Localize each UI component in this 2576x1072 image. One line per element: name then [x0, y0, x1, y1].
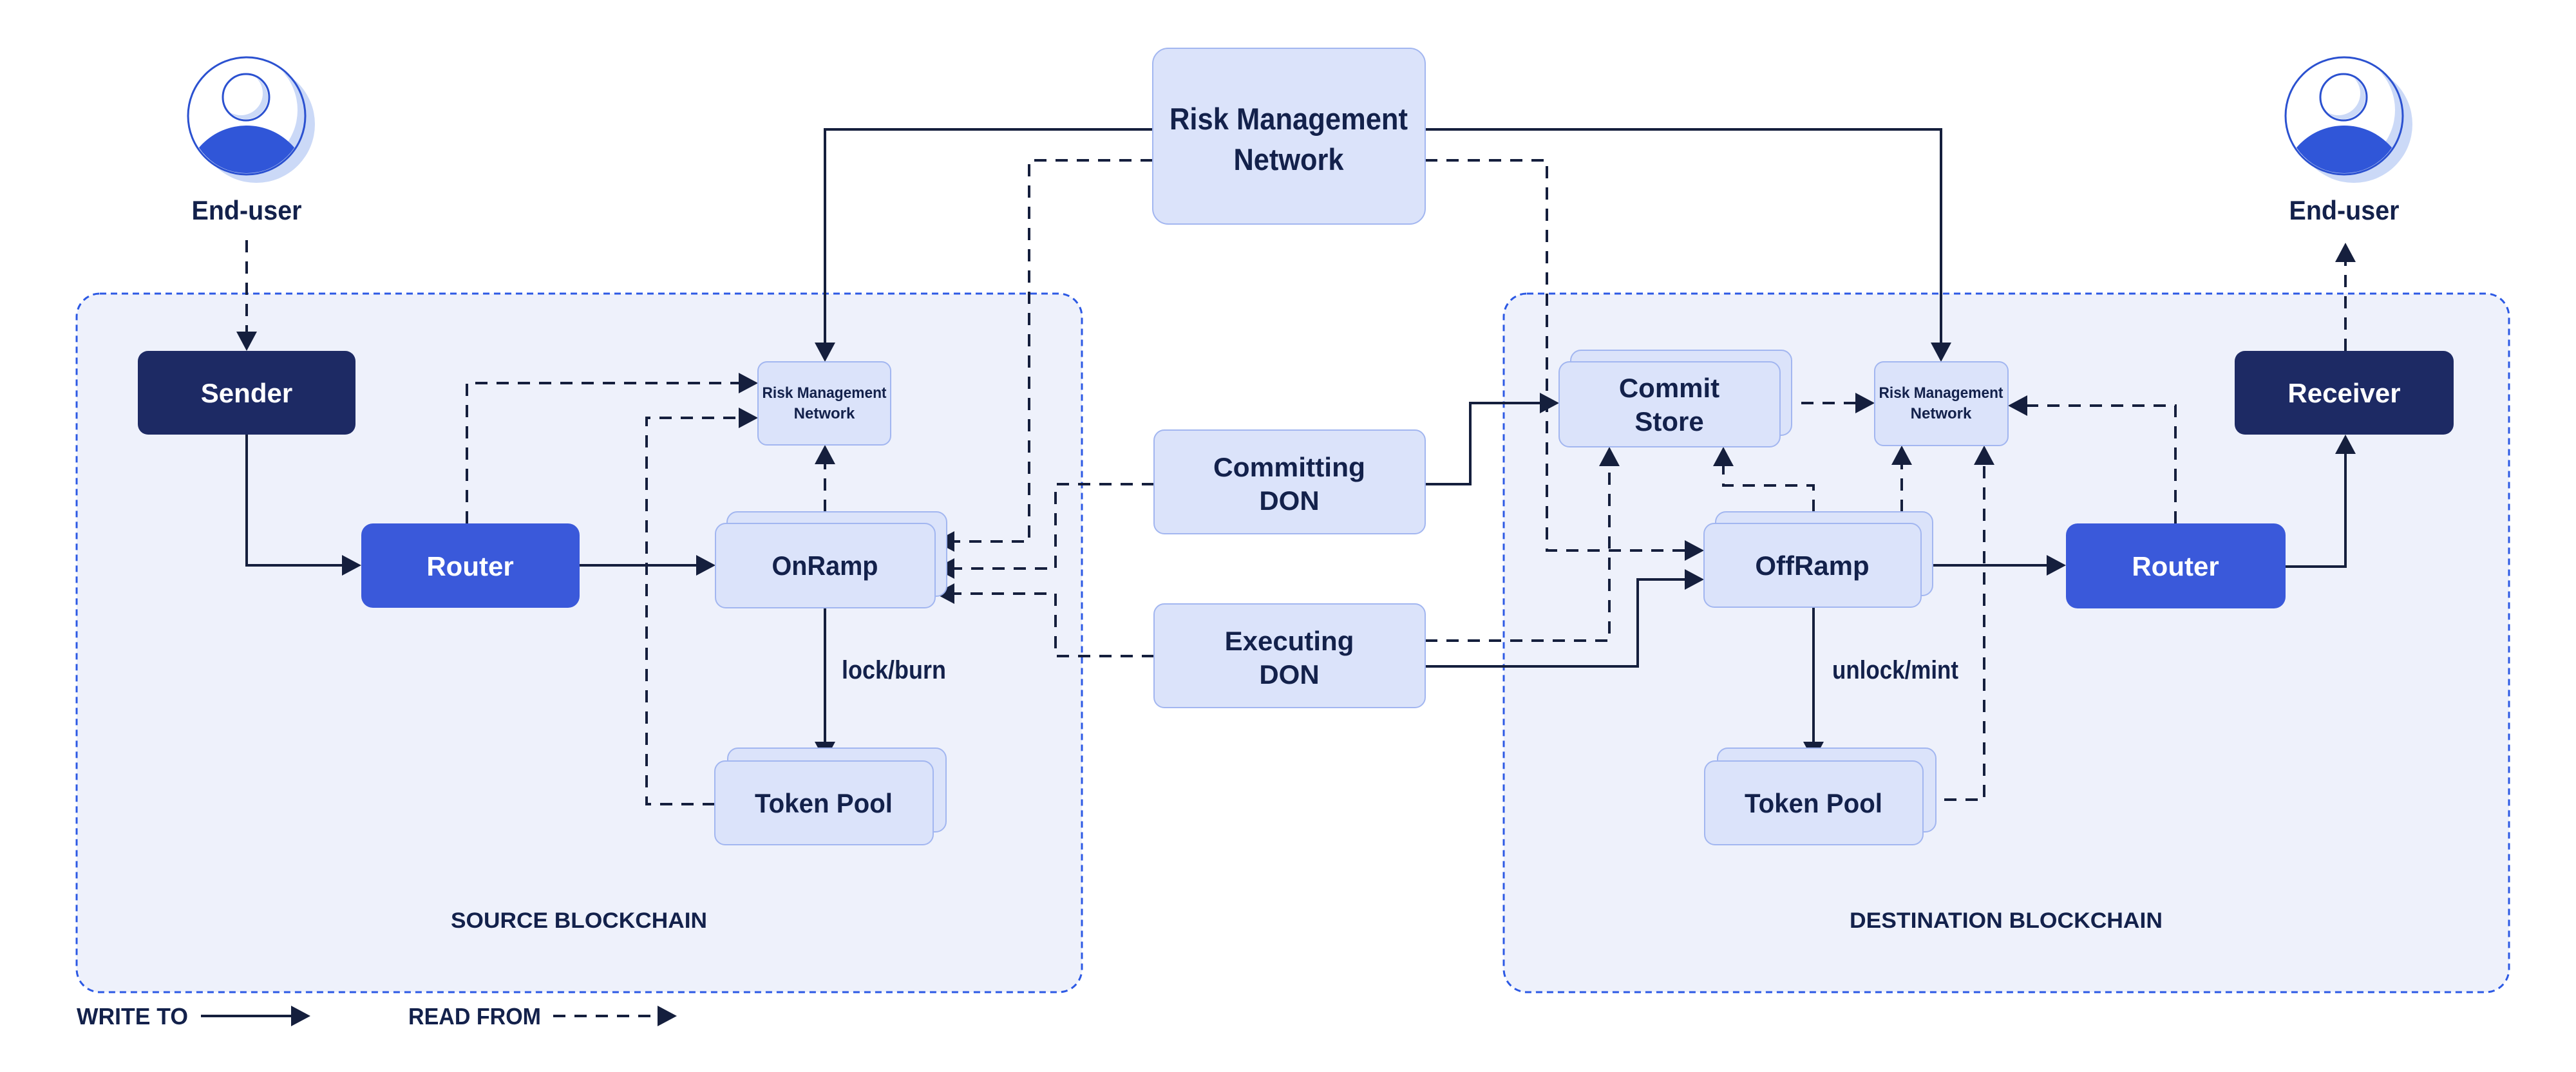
- svg-text:READ FROM: READ FROM: [408, 1003, 541, 1030]
- svg-text:Token Pool: Token Pool: [755, 788, 893, 818]
- svg-text:Committing: Committing: [1213, 452, 1365, 482]
- svg-text:Executing: Executing: [1225, 626, 1354, 656]
- svg-text:Network: Network: [1234, 142, 1345, 176]
- svg-text:OnRamp: OnRamp: [772, 550, 878, 581]
- svg-text:Router: Router: [2132, 551, 2219, 581]
- svg-text:Sender: Sender: [201, 378, 292, 408]
- svg-text:DESTINATION BLOCKCHAIN: DESTINATION BLOCKCHAIN: [1850, 908, 2163, 933]
- svg-text:WRITE TO: WRITE TO: [77, 1003, 188, 1030]
- svg-text:Commit: Commit: [1619, 373, 1719, 403]
- svg-text:Risk Management: Risk Management: [1170, 102, 1408, 136]
- svg-text:End-user: End-user: [192, 195, 302, 225]
- svg-text:unlock/mint: unlock/mint: [1832, 656, 1958, 684]
- svg-text:lock/burn: lock/burn: [842, 656, 946, 684]
- svg-text:Risk Management: Risk Management: [762, 384, 887, 402]
- svg-text:Receiver: Receiver: [2287, 378, 2400, 408]
- svg-text:DON: DON: [1259, 659, 1319, 690]
- svg-text:Token Pool: Token Pool: [1745, 788, 1882, 818]
- svg-text:OffRamp: OffRamp: [1755, 550, 1869, 581]
- svg-text:Network: Network: [1911, 405, 1972, 422]
- svg-text:Risk Management: Risk Management: [1879, 384, 2003, 402]
- svg-text:Network: Network: [794, 405, 855, 422]
- svg-text:Router: Router: [426, 551, 513, 581]
- svg-text:SOURCE BLOCKCHAIN: SOURCE BLOCKCHAIN: [451, 908, 707, 933]
- svg-text:DON: DON: [1259, 485, 1319, 516]
- svg-text:End-user: End-user: [2289, 195, 2400, 225]
- svg-text:Store: Store: [1634, 406, 1703, 437]
